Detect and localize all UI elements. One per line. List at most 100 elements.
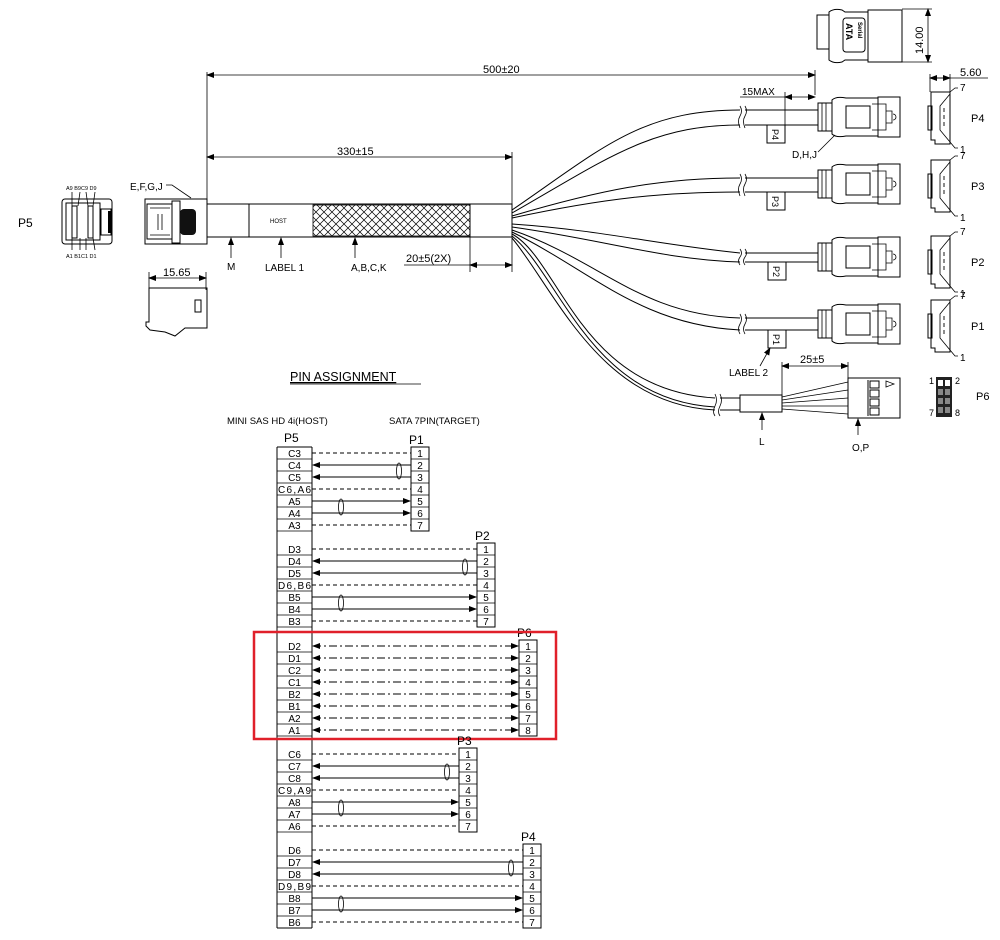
target-pin: 7 bbox=[465, 822, 471, 833]
sata-logo-ata: ATA bbox=[844, 23, 854, 41]
dim-sata-height: 14.00 bbox=[914, 26, 926, 54]
host-signal: C3 bbox=[288, 449, 301, 460]
target-pin: 5 bbox=[483, 593, 489, 604]
dimension-lines: 500±20 330±15 20±5(2X) 15MAX bbox=[206, 64, 816, 272]
target-pin: 3 bbox=[529, 870, 535, 881]
callout-power-sleeve: L bbox=[759, 437, 765, 448]
target-pin: 4 bbox=[529, 882, 535, 893]
target-name: P1 bbox=[409, 433, 424, 447]
target-pin: 1 bbox=[465, 750, 471, 761]
host-signal: B7 bbox=[288, 906, 301, 917]
target-pin: 6 bbox=[525, 702, 531, 713]
host-signal: B3 bbox=[288, 617, 301, 628]
dim-host-length: 330±15 bbox=[337, 146, 374, 158]
sata-top-view: Serial ATA 14.00 bbox=[816, 8, 932, 64]
pin-row: D1 2 bbox=[277, 654, 537, 665]
target-pin: 4 bbox=[465, 786, 471, 797]
callout-host-connector: E,F,G,J bbox=[130, 182, 163, 193]
host-signal: C6,A6 bbox=[278, 485, 311, 496]
branch-tag-p1: P1 bbox=[767, 329, 787, 349]
target-name: P3 bbox=[457, 734, 472, 748]
sata-connector-p3 bbox=[817, 163, 901, 205]
target-pin: 6 bbox=[483, 605, 489, 616]
host-signal: C4 bbox=[288, 461, 301, 472]
sata-face-pin1: 1 bbox=[960, 213, 966, 224]
target-name: P2 bbox=[475, 529, 490, 543]
pair-marker-rx bbox=[508, 859, 514, 877]
sata-face-label: P3 bbox=[971, 181, 984, 193]
host-signal: D6,B6 bbox=[278, 581, 311, 592]
target-pin: 1 bbox=[529, 846, 535, 857]
target-pin: 4 bbox=[525, 678, 531, 689]
svg-text:P3: P3 bbox=[770, 196, 780, 207]
target-header: SATA 7PIN(TARGET) bbox=[389, 416, 480, 427]
host-signal: D1 bbox=[288, 654, 301, 665]
sata-face-pin7: 7 bbox=[960, 151, 966, 162]
branch-tag-p4: P4 bbox=[766, 124, 786, 144]
pin-assignment: PIN ASSIGNMENT MINI SAS HD 4i(HOST) SATA… bbox=[227, 370, 558, 929]
target-pin: 4 bbox=[417, 485, 423, 496]
sata-face-pin1: 1 bbox=[960, 353, 966, 364]
target-pin: 2 bbox=[483, 557, 489, 568]
host-connector-side: E,F,G,J 15.65 bbox=[130, 182, 208, 337]
pair-marker-rx bbox=[396, 462, 402, 480]
pair-marker-tx bbox=[338, 799, 344, 817]
target-pin: 5 bbox=[525, 690, 531, 701]
branch-tag-p2: P2 bbox=[767, 261, 787, 281]
target-pin: 1 bbox=[525, 642, 531, 653]
target-pin: 1 bbox=[417, 449, 423, 460]
pin-row: A7 6 bbox=[277, 810, 477, 821]
target-pin: 3 bbox=[417, 473, 423, 484]
target-pin: 8 bbox=[525, 726, 531, 737]
host-signal: B1 bbox=[288, 702, 301, 713]
target-pin: 2 bbox=[525, 654, 531, 665]
host-signal: A2 bbox=[288, 714, 301, 725]
sata-face-pin1: 1 bbox=[960, 289, 966, 300]
target-name: P4 bbox=[521, 830, 536, 844]
sata-width-dim: 5.60 bbox=[929, 67, 988, 92]
pin-row: C3 1 bbox=[277, 449, 429, 460]
sata-logo-serial: Serial bbox=[856, 22, 862, 39]
host-signal: B2 bbox=[288, 690, 301, 701]
sata-face-p3: 7 1 P3 bbox=[927, 151, 984, 224]
host-connector-face: P5 A9 B9C9 D9 A1 B1C1 D1 bbox=[18, 186, 113, 260]
host-signal: B8 bbox=[288, 894, 301, 905]
host-signal: A1 bbox=[288, 726, 301, 737]
callout-m: M bbox=[227, 262, 235, 273]
p6-pin-2: 2 bbox=[955, 376, 960, 386]
p6-pin-7: 7 bbox=[929, 408, 934, 418]
target-pin: 7 bbox=[525, 714, 531, 725]
target-pin: 7 bbox=[417, 521, 423, 532]
pin-row: B2 5 bbox=[277, 690, 537, 701]
pair-marker-rx bbox=[462, 558, 468, 576]
pair-marker-tx bbox=[338, 594, 344, 612]
target-pin: 3 bbox=[525, 666, 531, 677]
branch-tags: P4 P3 P2 P1 bbox=[766, 124, 787, 349]
host-signal: A7 bbox=[288, 810, 301, 821]
target-pin: 6 bbox=[465, 810, 471, 821]
pin-row: B1 6 bbox=[277, 702, 537, 713]
highlight-box bbox=[252, 630, 558, 741]
host-signal: C6 bbox=[288, 750, 301, 761]
pair-marker-tx bbox=[338, 498, 344, 516]
target-pin: 5 bbox=[417, 497, 423, 508]
host-signal: C9,A9 bbox=[278, 786, 311, 797]
callout-label2: LABEL 2 bbox=[729, 368, 769, 379]
